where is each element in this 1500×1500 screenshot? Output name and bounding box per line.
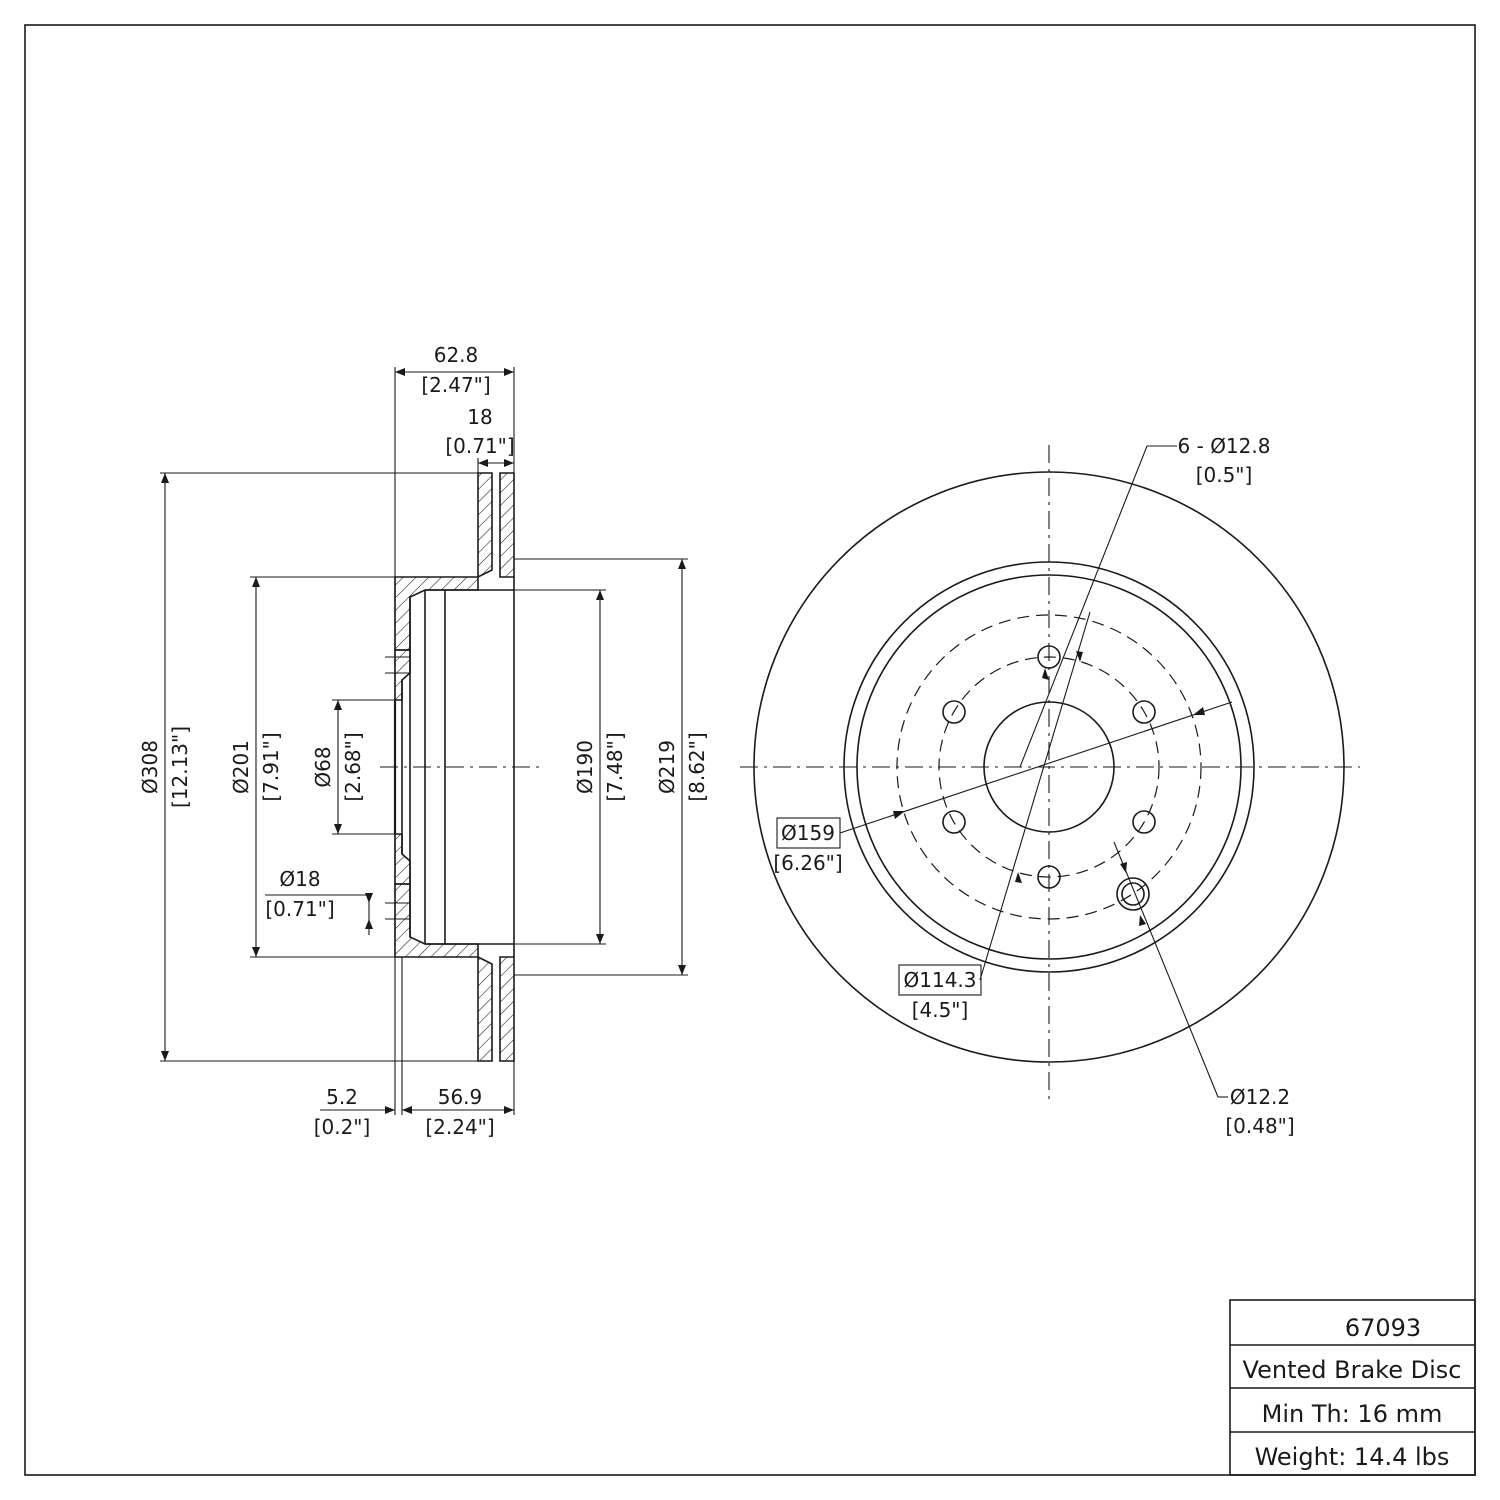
overall-width-in: [2.47"]: [421, 373, 490, 397]
arrow-right: [504, 1106, 514, 1114]
lower-hat-wall: [394, 883, 479, 958]
inner-diameter-in: [7.48"]: [603, 732, 627, 801]
pilot-hole-in: [0.71"]: [265, 897, 334, 921]
bolt-holes-mm: 6 - Ø12.8: [1178, 434, 1271, 458]
bolt-hole: [942, 700, 966, 724]
bolt-holes-in: [0.5"]: [1196, 463, 1253, 487]
overall-width-mm: 62.8: [434, 343, 479, 367]
upper-hat-wall: [394, 576, 479, 651]
upper-friction-ring-outboard: [499, 472, 515, 578]
side-section-view: 62.8 [2.47"] 18 [0.71"] Ø308 [12.13"] Ø2…: [138, 343, 709, 1139]
sheet-border: [24, 24, 1476, 1476]
bolt-hole: [1037, 865, 1061, 889]
circle-159-mm: Ø159: [781, 821, 835, 845]
arrow-top: [161, 473, 169, 483]
circle-159-in: [6.26"]: [773, 851, 842, 875]
arrow-bottom: [161, 1051, 169, 1061]
arrow: [1076, 651, 1083, 662]
weight: Weight: 14.4 lbs: [1255, 1443, 1450, 1471]
dim-line-circle-159: [839, 701, 1233, 834]
friction-id-in: [8.62"]: [685, 732, 709, 801]
circle-159-box: [776, 817, 841, 849]
circle-159: [896, 614, 1202, 920]
arrow-bottom: [334, 824, 342, 834]
arrow: [1042, 668, 1049, 680]
bolt-hole: [942, 810, 966, 834]
center-bore-circle: [983, 701, 1115, 833]
friction-id-mm: Ø219: [655, 740, 679, 794]
arrow-top: [596, 590, 604, 600]
center-bore-mm: Ø68: [311, 746, 335, 787]
disc-thickness-mm: 18: [467, 405, 492, 429]
small-hole-inner: [1121, 882, 1145, 906]
hat-height-in: [2.24"]: [425, 1115, 494, 1139]
hat-diameter-in: [7.91"]: [259, 732, 283, 801]
center-bore-in: [2.68"]: [341, 732, 365, 801]
arrow-bottom: [678, 965, 686, 975]
leader-small-hole: [1113, 841, 1219, 1098]
part-description: Vented Brake Disc: [1243, 1356, 1462, 1384]
arrow-bottom: [252, 947, 260, 957]
hat-outer-edge: [856, 574, 1242, 960]
bolt-hole: [1132, 810, 1156, 834]
bolt-circle-box: [898, 964, 982, 996]
title-block: 67093 Vented Brake Disc Min Th: 16 mm We…: [1229, 1299, 1476, 1476]
arrow-right: [385, 1106, 395, 1114]
pilot-hole-mm: Ø18: [279, 867, 320, 891]
hat-thickness-mm: 5.2: [326, 1085, 358, 1109]
arrow: [1015, 872, 1022, 883]
small-hole-in: [0.48"]: [1225, 1114, 1294, 1138]
arrow-left: [478, 459, 488, 467]
small-hole-mm: Ø12.2: [1230, 1085, 1290, 1109]
bolt-hole: [1037, 645, 1061, 669]
arrow: [1120, 862, 1127, 873]
arrow-right: [504, 368, 514, 376]
arrow-top: [678, 559, 686, 569]
bolt-hole: [1132, 700, 1156, 724]
arrow: [1193, 707, 1205, 715]
dim-line-bolt-circle: [979, 611, 1091, 981]
hat-thickness-in: [0.2"]: [314, 1115, 371, 1139]
front-view: 6 - Ø12.8 [0.5"] Ø159 [6.26"] Ø114.3 [4.…: [740, 434, 1360, 1138]
arrow: [893, 811, 905, 819]
friction-inner-edge: [843, 561, 1255, 973]
bolt-circle-mm: Ø114.3: [904, 968, 977, 992]
disc-thickness-in: [0.71"]: [445, 434, 514, 458]
hat-height-mm: 56.9: [438, 1085, 483, 1109]
rotor-outer-edge: [753, 471, 1345, 1063]
upper-friction-ring: [477, 472, 493, 579]
arrow-down: [365, 893, 373, 903]
leader-bolt-holes: [1019, 445, 1148, 768]
part-number: 67093: [1345, 1314, 1421, 1342]
small-hole-outer: [1116, 877, 1150, 911]
arrow-left: [402, 1106, 412, 1114]
arrow-top: [252, 577, 260, 587]
arrow-left: [395, 368, 405, 376]
bolt-circle: [938, 656, 1160, 878]
arrow-right: [504, 459, 514, 467]
outer-diameter-in: [12.13"]: [168, 726, 192, 808]
arrow-bottom: [596, 934, 604, 944]
bolt-circle-in: [4.5"]: [912, 998, 969, 1022]
arrow: [1139, 915, 1146, 926]
arrow-top: [334, 700, 342, 710]
inner-diameter-mm: Ø190: [573, 740, 597, 794]
lower-friction-ring: [477, 955, 493, 1062]
hat-diameter-mm: Ø201: [229, 740, 253, 794]
arrow-up: [365, 919, 373, 929]
outer-diameter-mm: Ø308: [138, 740, 162, 794]
min-thickness: Min Th: 16 mm: [1262, 1400, 1443, 1428]
lower-friction-ring-outboard: [499, 956, 515, 1062]
